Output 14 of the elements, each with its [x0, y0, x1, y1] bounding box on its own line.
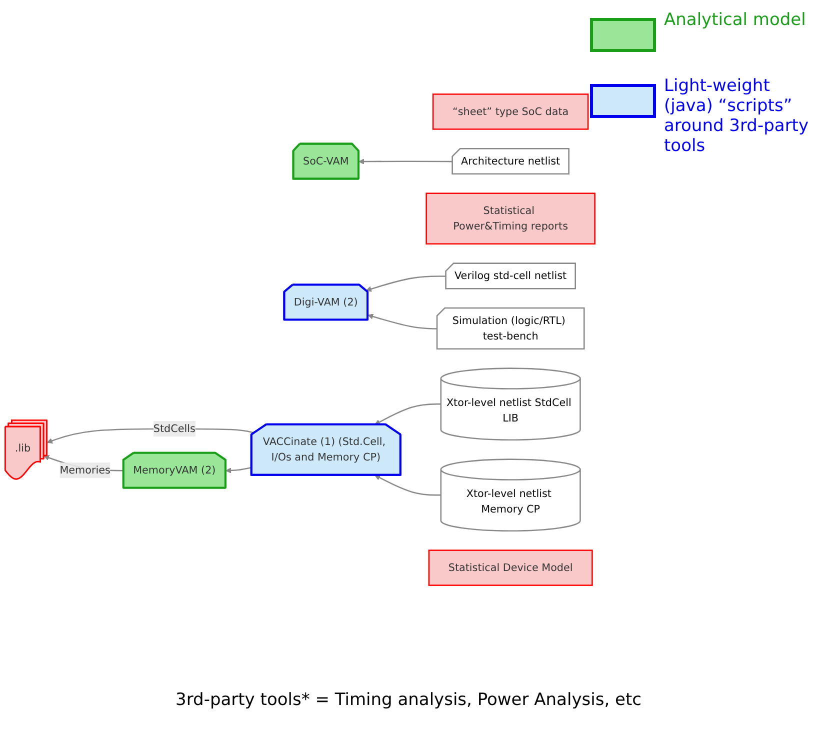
arrow: [226, 467, 252, 474]
arrow: [368, 314, 438, 330]
arrow: [374, 475, 441, 496]
node-box: “sheet” type SoC data: [432, 94, 589, 130]
node-box: Statistical Power&Timing reports: [426, 192, 596, 245]
caption: 3rd-party tools* = Timing analysis, Power Analysis, etc: [174, 690, 642, 710]
legend-text: Analytical model: [664, 10, 806, 30]
edge-label: StdCells: [153, 422, 196, 435]
arrow: [366, 276, 446, 292]
edge-label: Memories: [60, 464, 110, 476]
arrow: [374, 404, 441, 426]
legend-text: Light-weight (java) “scripts” around 3rd-party tools: [664, 76, 810, 156]
arrow: [358, 158, 453, 165]
node-box: Statistical Device Model: [428, 550, 593, 586]
